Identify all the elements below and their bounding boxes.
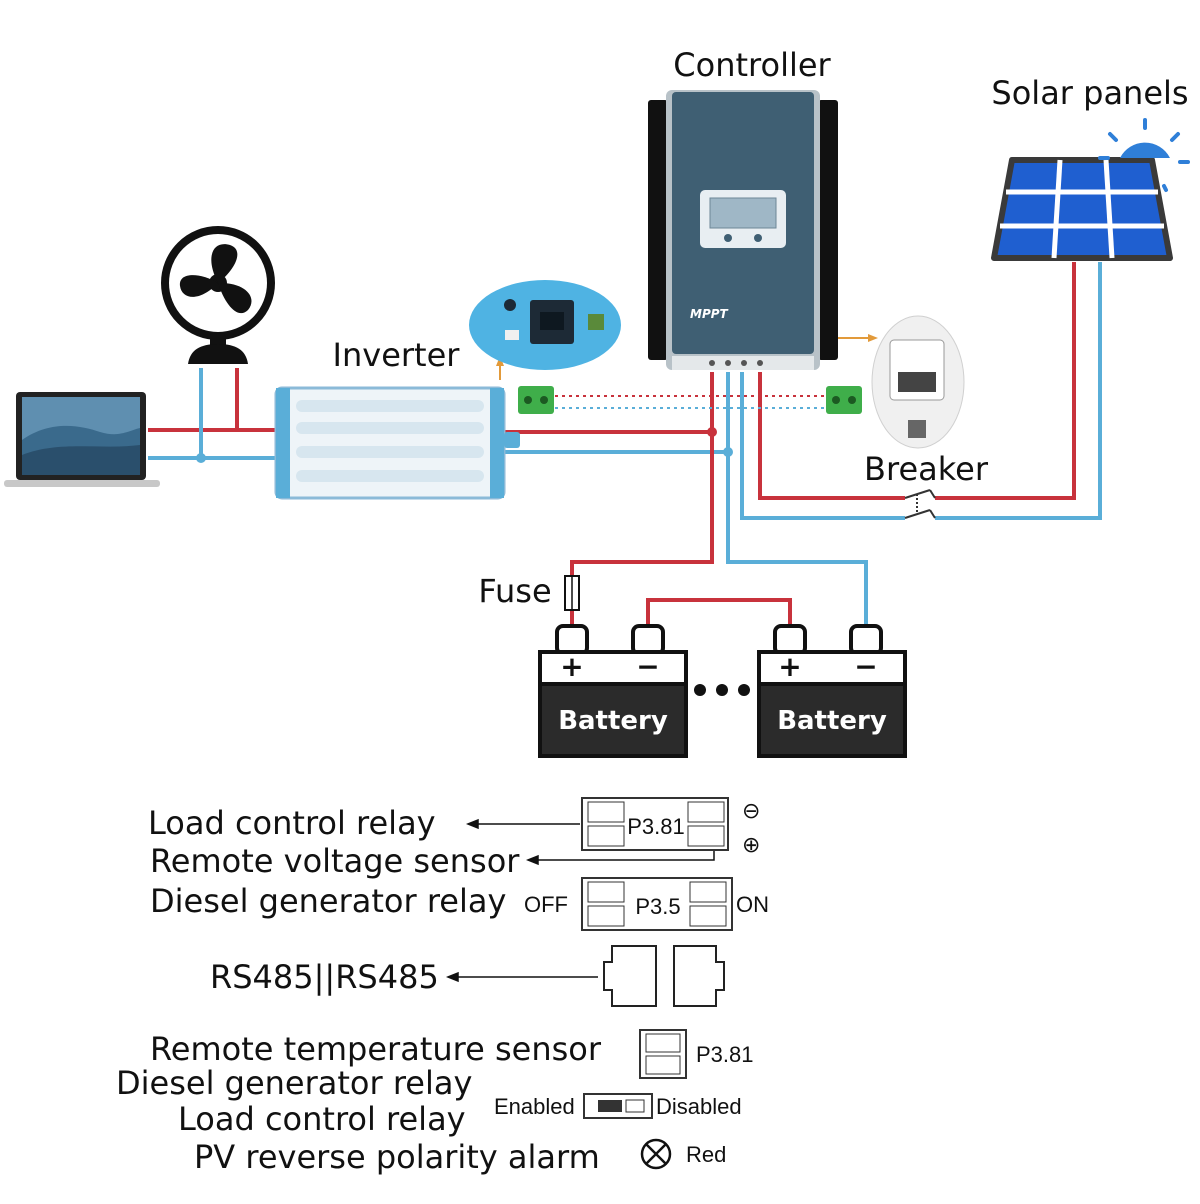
port-p381-temp-label: P3.81 bbox=[696, 1042, 754, 1067]
battery-plus-sign: + bbox=[560, 650, 583, 683]
solar-panels-label: Solar panels bbox=[991, 74, 1188, 112]
fuse-icon bbox=[564, 575, 580, 611]
panel-negative-wire bbox=[935, 262, 1102, 520]
remote-meter-icon bbox=[469, 280, 621, 370]
laptop-icon bbox=[4, 392, 160, 487]
battery-link bbox=[646, 598, 792, 632]
green-connector-left bbox=[518, 386, 554, 414]
battery-label: Battery bbox=[777, 706, 887, 736]
controller-batt-positive bbox=[570, 372, 714, 580]
off-label: OFF bbox=[524, 892, 568, 917]
inverter-label: Inverter bbox=[333, 336, 461, 374]
diesel-generator-relay-label: Diesel generator relay bbox=[150, 882, 506, 920]
load-control-relay-label: Load control relay bbox=[148, 804, 436, 842]
battery-minus-sign: − bbox=[854, 650, 877, 683]
battery-right: + − Battery bbox=[757, 624, 907, 758]
fan-icon bbox=[161, 226, 275, 364]
controller-label: Controller bbox=[673, 46, 831, 84]
fuse-label: Fuse bbox=[478, 572, 551, 610]
battery-minus-sign: − bbox=[636, 650, 659, 683]
rs485-label: RS485||RS485 bbox=[210, 958, 439, 996]
controller-model-label: MPPT bbox=[690, 307, 729, 321]
remote-voltage-sensor-label: Remote voltage sensor bbox=[150, 842, 520, 880]
panel-positive-wire bbox=[935, 262, 1076, 500]
breaker-label: Breaker bbox=[864, 450, 989, 488]
remote-temperature-sensor-label: Remote temperature sensor bbox=[150, 1030, 602, 1068]
minus-symbol-icon: ⊖ bbox=[742, 799, 760, 824]
green-connector-right bbox=[826, 386, 862, 414]
port-p381-connector: P3.81 bbox=[581, 797, 729, 851]
red-label: Red bbox=[686, 1142, 726, 1167]
arrow-rs485 bbox=[445, 971, 598, 983]
pv-reverse-polarity-alarm-label: PV reverse polarity alarm bbox=[194, 1138, 600, 1176]
alarm-led-icon bbox=[640, 1138, 672, 1170]
plus-symbol-icon: ⊕ bbox=[742, 833, 760, 858]
battery-label: Battery bbox=[558, 706, 668, 736]
pv-positive-wire bbox=[758, 372, 905, 500]
port-p381-temp-connector bbox=[639, 1029, 687, 1079]
sun-icon bbox=[1098, 118, 1190, 192]
port-p35-label: P3.5 bbox=[635, 894, 680, 919]
pv-negative-wire bbox=[740, 372, 905, 520]
wires bbox=[148, 262, 1102, 632]
battery-plus-sign: + bbox=[778, 650, 801, 683]
controller-batt-negative bbox=[726, 372, 868, 632]
breaker-icon bbox=[871, 315, 965, 449]
port-p35-connector: P3.5 bbox=[581, 877, 733, 931]
controller-icon: MPPT bbox=[648, 90, 838, 370]
port-p381-label: P3.81 bbox=[627, 814, 685, 839]
diesel-generator-relay-2-label: Diesel generator relay bbox=[116, 1064, 472, 1102]
rs485-port-icon bbox=[603, 945, 725, 1007]
on-label: ON bbox=[736, 892, 769, 917]
solar-panel-icon bbox=[991, 157, 1173, 261]
disabled-label: Disabled bbox=[656, 1094, 742, 1119]
inverter-icon bbox=[274, 386, 520, 500]
battery-ellipsis bbox=[694, 684, 750, 696]
breaker-switch-symbol bbox=[904, 489, 936, 519]
load-control-relay-2-label: Load control relay bbox=[178, 1100, 466, 1138]
arrow-load-control bbox=[465, 818, 580, 830]
enabled-label: Enabled bbox=[494, 1094, 575, 1119]
dip-switch-icon bbox=[583, 1093, 653, 1119]
battery-left: + − Battery bbox=[538, 624, 688, 758]
